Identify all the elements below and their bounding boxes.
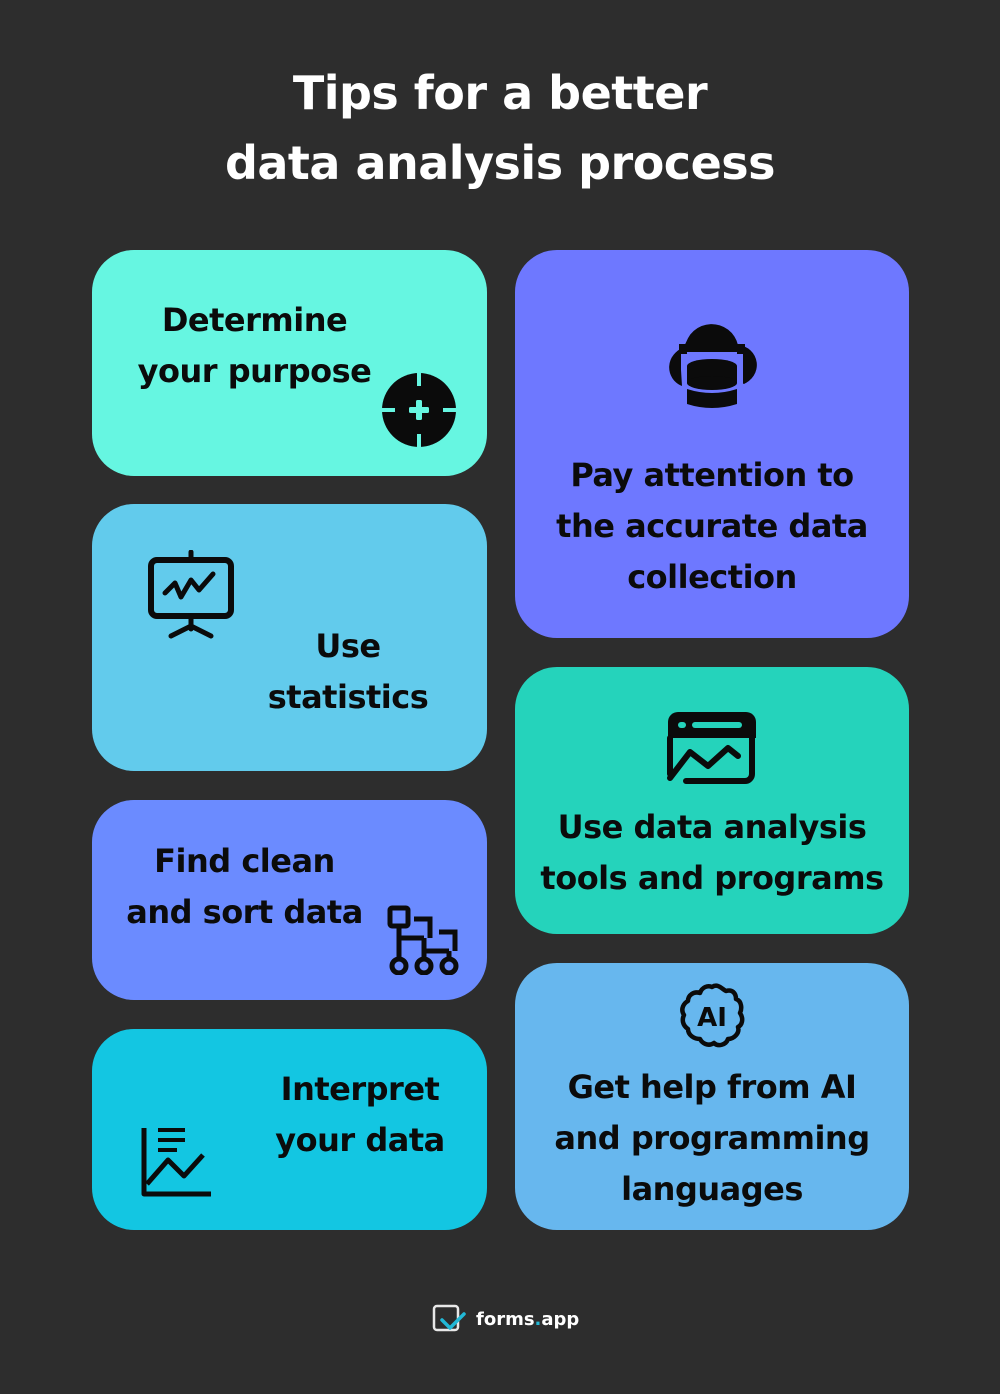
card-text: Determine your purpose bbox=[112, 295, 397, 397]
card-line: the accurate data bbox=[556, 507, 868, 545]
card-interpret: Interpret your data bbox=[92, 1029, 487, 1230]
browser-chart-icon bbox=[667, 712, 756, 784]
target-crosshair-icon bbox=[381, 372, 457, 448]
card-line: Use data analysis bbox=[557, 808, 867, 846]
card-line: tools and programs bbox=[540, 859, 884, 897]
title-line-2: data analysis process bbox=[224, 136, 776, 190]
forms-app-logo-icon bbox=[432, 1304, 466, 1332]
card-line: Pay attention to bbox=[570, 456, 854, 494]
card-text: Use statistics bbox=[258, 621, 438, 723]
card-line: Interpret bbox=[280, 1070, 440, 1108]
line-graph-icon bbox=[141, 1128, 211, 1197]
hierarchy-sort-icon bbox=[387, 905, 459, 975]
card-determine-purpose: Determine your purpose bbox=[92, 250, 487, 476]
card-use-statistics: Use statistics bbox=[92, 504, 487, 771]
cloud-database-icon bbox=[669, 324, 757, 412]
card-line: and sort data bbox=[126, 893, 363, 931]
card-line: collection bbox=[627, 558, 797, 596]
card-analysis-tools: Use data analysis tools and programs bbox=[515, 667, 909, 934]
title-line-1: Tips for a better bbox=[292, 66, 708, 120]
card-text: Use data analysis tools and programs bbox=[515, 802, 909, 904]
card-line: Find clean bbox=[154, 842, 335, 880]
card-line: Get help from AI bbox=[567, 1068, 857, 1106]
presentation-chart-icon bbox=[148, 550, 234, 639]
ai-badge-icon: AI bbox=[680, 983, 745, 1048]
card-line: and programming bbox=[554, 1119, 870, 1157]
card-clean-sort: Find clean and sort data bbox=[92, 800, 487, 1000]
card-line: Determine bbox=[161, 301, 348, 339]
card-line: Use bbox=[315, 627, 381, 665]
card-ai-help: AI Get help from AI and programming lang… bbox=[515, 963, 909, 1230]
brand-name: forms.app bbox=[476, 1308, 580, 1330]
card-line: languages bbox=[621, 1170, 803, 1208]
card-text: Interpret your data bbox=[270, 1064, 450, 1166]
card-text: Pay attention to the accurate data colle… bbox=[515, 450, 909, 603]
card-text: Get help from AI and programming languag… bbox=[515, 1062, 909, 1215]
card-line: your data bbox=[275, 1121, 445, 1159]
page-title: Tips for a better data analysis process bbox=[0, 58, 1000, 198]
card-accurate-collection: Pay attention to the accurate data colle… bbox=[515, 250, 909, 638]
card-text: Find clean and sort data bbox=[112, 836, 377, 938]
card-line: statistics bbox=[267, 678, 429, 716]
footer-logo[interactable]: forms.app bbox=[432, 1303, 579, 1335]
card-line: your purpose bbox=[137, 352, 372, 390]
svg-text:AI: AI bbox=[697, 1003, 727, 1033]
